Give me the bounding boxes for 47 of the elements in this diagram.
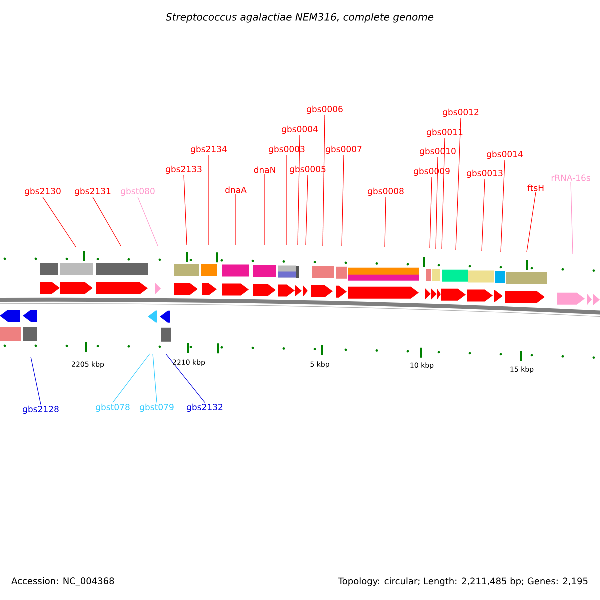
gene-label: gbs2134 [191,146,227,154]
footer-text: Topology: circular; Length: 2,211,485 bp; Genes: 2,195 [338,578,588,586]
leader-line [208,155,210,246]
gene-label: gbst080 [121,188,155,196]
leader-line [482,179,486,252]
leader-line [342,155,344,246]
leader-line [286,155,288,246]
leader-line [322,115,326,246]
gene-label: gbs0004 [282,126,318,134]
leader-line [138,197,158,246]
gene-label: gbs0007 [326,146,362,154]
leader-line [166,354,206,403]
leader-line [264,174,266,246]
leader-line [570,182,574,254]
leader-line [456,118,462,250]
leader-line [436,157,438,250]
gene-label: gbs2133 [166,166,202,174]
gene-label: gbs2132 [187,404,223,412]
gene-label: rRNA-16s [552,174,590,182]
leader-line [184,175,188,246]
gene-label: gbs0014 [487,150,523,160]
gene-label: ftsH [528,184,544,192]
leader-line [92,197,122,246]
leader-line [430,177,432,248]
gene-label: gbs2128 [23,406,59,414]
gene-label: gbst078 [96,404,130,412]
gene-label: gbs0006 [307,106,343,114]
leader-line [298,135,300,246]
footer-text: Accession: NC_004368 [12,578,114,586]
leader-line [442,138,446,250]
gene-label: gbs0008 [368,188,404,196]
leader-line [42,197,76,248]
leader-line [526,192,536,252]
leader-line [30,356,42,405]
leader-line [500,160,506,252]
gene-label: gbst079 [140,404,174,412]
gene-label: gbs2131 [75,188,111,196]
gene-label: dnaN [254,166,276,174]
gene-label: gbs0013 [467,170,503,178]
leader-line [384,197,386,248]
gene-label: gbs0012 [443,108,479,118]
title: Streptococcus agalactiae NEM316, complete genome [166,13,434,23]
leader-line [112,354,150,403]
gene-label: gbs2130 [25,188,61,196]
leader-line [306,175,308,246]
leader-line [152,354,158,403]
gene-label: dnaA [226,186,247,194]
